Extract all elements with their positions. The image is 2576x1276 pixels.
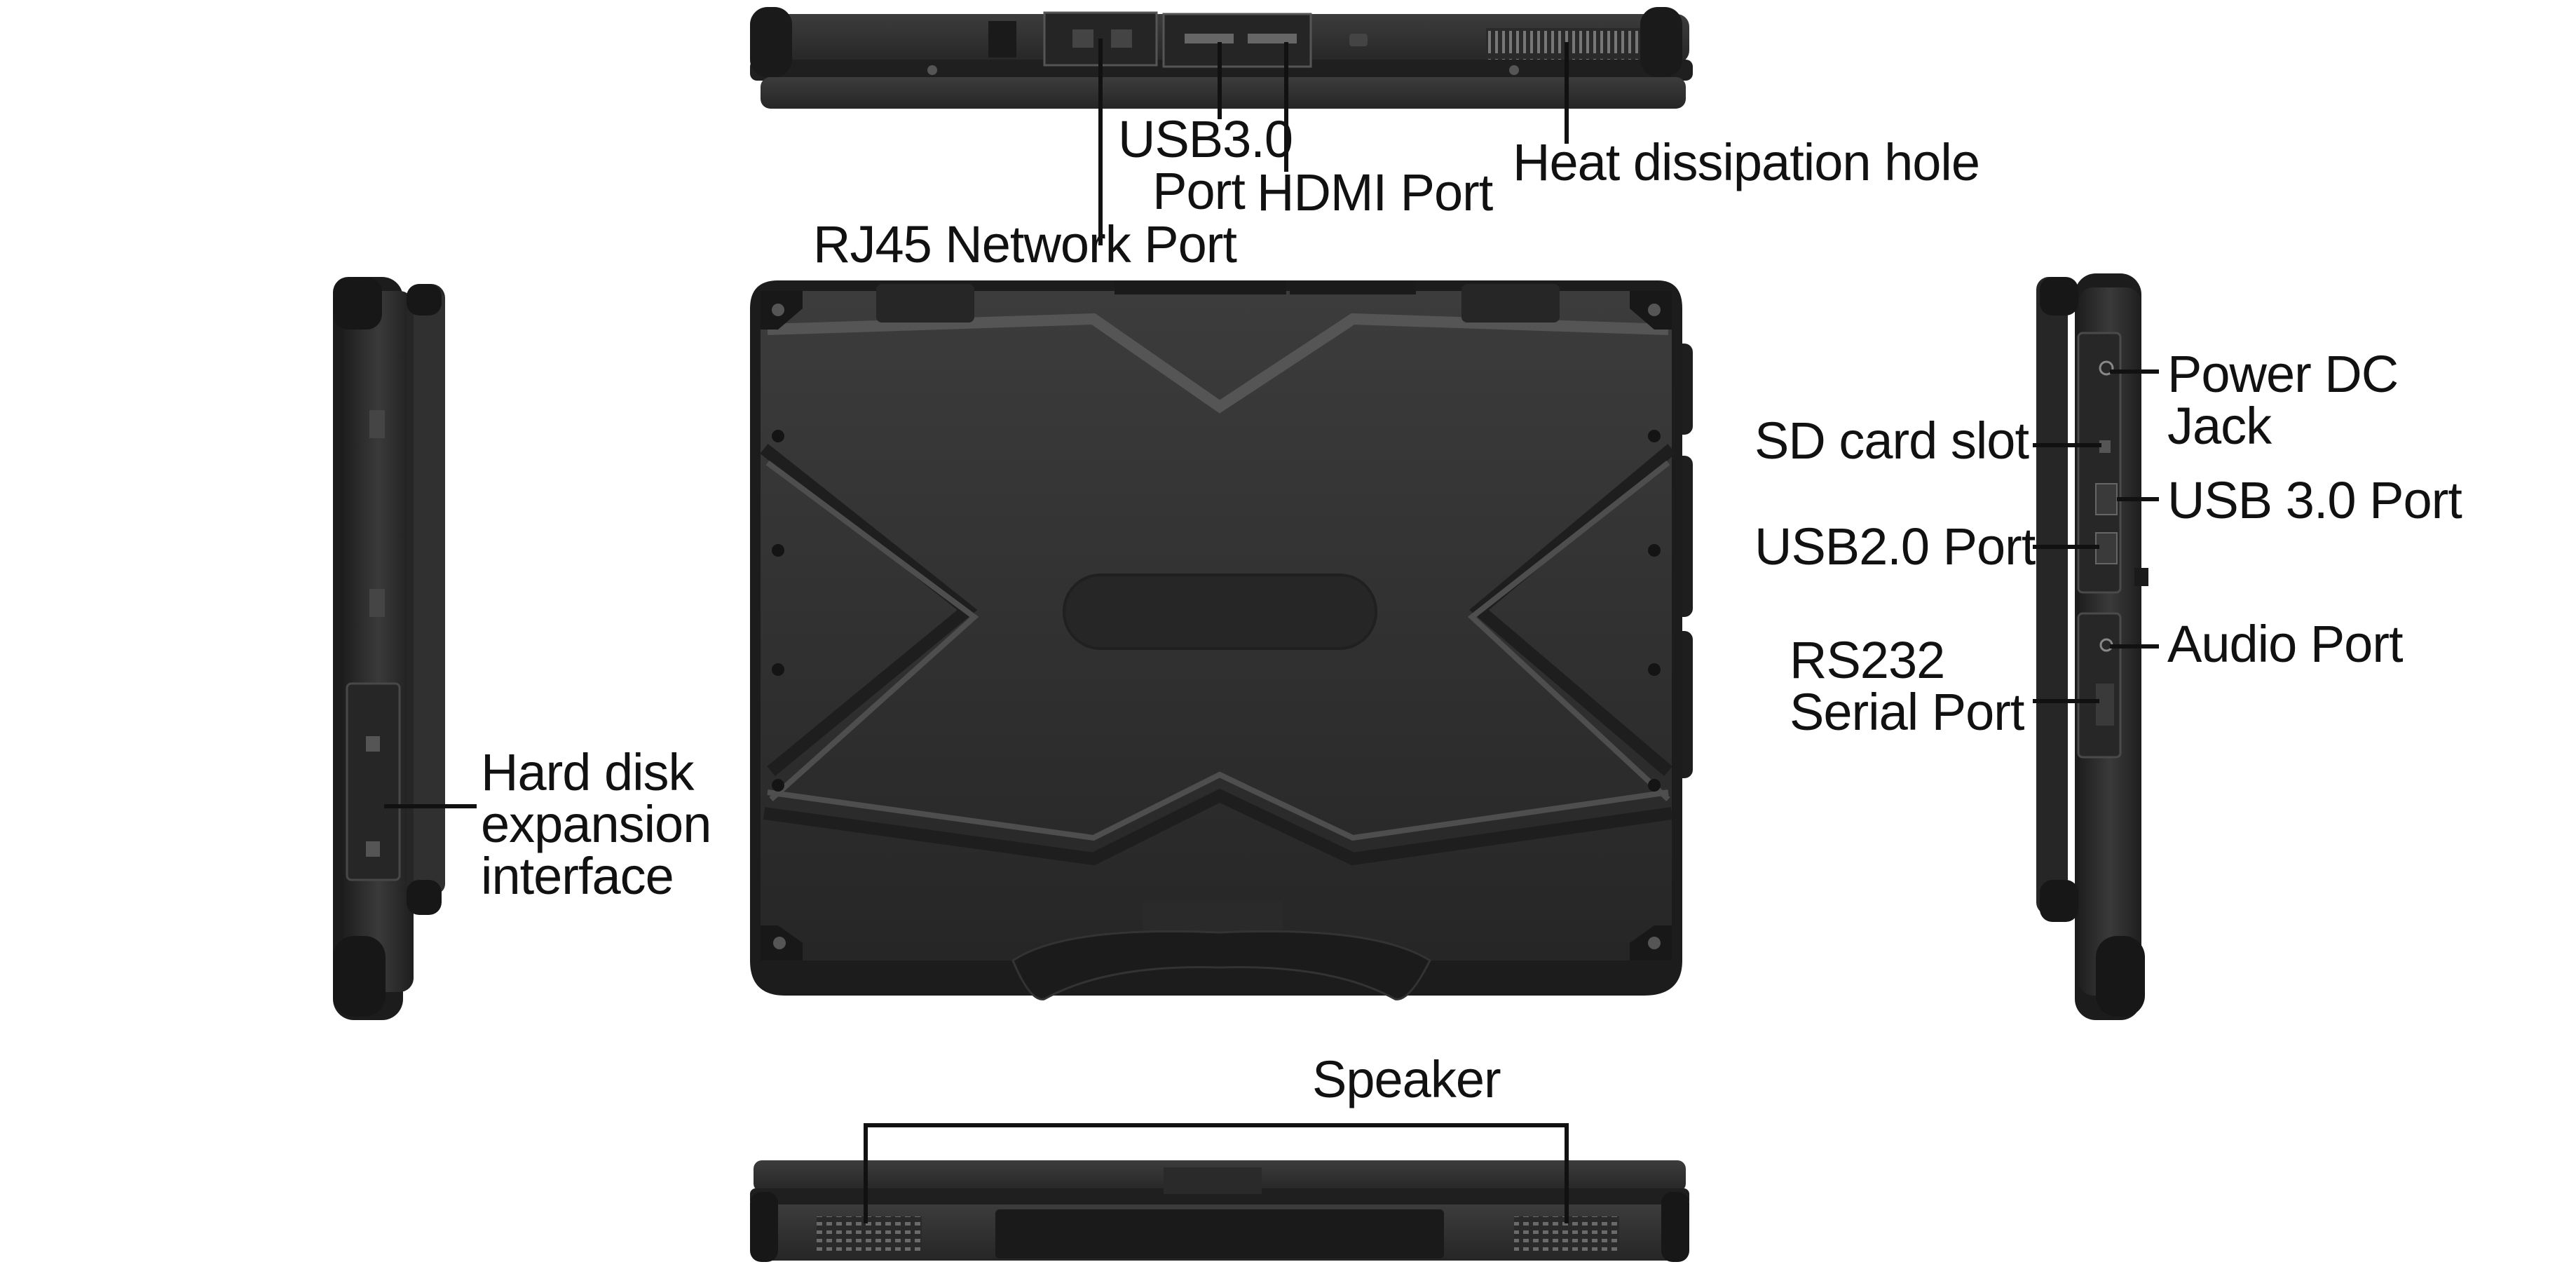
top-edge-right-bumper	[1640, 7, 1682, 77]
top-edge-small-cap	[988, 21, 1016, 57]
top-edge-left-bumper	[750, 7, 792, 77]
front-edge-view	[750, 1160, 1689, 1262]
rs232-port-icon	[2096, 684, 2114, 726]
label-heat: Heat dissipation hole	[1513, 133, 1980, 191]
carry-handle	[1011, 930, 1431, 1000]
label-speaker: Speaker	[1312, 1050, 1501, 1108]
label-power-dc: Power DC Jack	[2167, 345, 2399, 455]
label-rs232-line1: RS232	[1790, 631, 1945, 689]
label-rs232-line2: Serial Port	[1790, 683, 2024, 741]
power-dc-jack-icon	[2099, 360, 2114, 376]
label-power-line2: Jack	[2167, 397, 2272, 455]
lid-rib-top	[767, 313, 1669, 414]
right-ports-panel-upper	[2077, 332, 2122, 594]
label-hdd-line2: expansion	[481, 795, 711, 853]
label-usb20: USB2.0 Port	[1754, 517, 2036, 576]
leader-speaker	[864, 1123, 1569, 1223]
lid-view	[750, 280, 1693, 1000]
lid-hinge-left	[876, 284, 974, 323]
rj45-jack-2-icon	[1111, 29, 1132, 48]
hdmi-port-icon	[1248, 34, 1297, 43]
lid-hinge-right	[1461, 284, 1560, 323]
sd-card-slot-icon	[2099, 440, 2111, 453]
label-audio: Audio Port	[2167, 615, 2404, 673]
left-side-view	[333, 277, 445, 1020]
left-side-body	[343, 291, 414, 992]
lid-rib-bottom	[763, 788, 1673, 866]
top-edge-lower-body	[761, 77, 1686, 109]
usb30-right-icon	[2095, 483, 2118, 515]
label-usb30-top-line2: Port	[1152, 162, 1246, 220]
label-usb30-top-line1: USB3.0	[1118, 110, 1293, 168]
label-hdd: Hard disk expansion interface	[481, 747, 711, 902]
lid-badge	[1063, 573, 1377, 650]
label-usb30-top: USB3.0 Port	[1118, 110, 1293, 220]
label-power-line1: Power DC	[2167, 345, 2399, 403]
top-edge-led-icon	[1349, 34, 1368, 46]
handle-mount	[1143, 901, 1283, 932]
rj45-jack-1-icon	[1072, 29, 1093, 48]
speaker-left-icon	[817, 1216, 922, 1251]
label-sd-card: SD card slot	[1754, 412, 2029, 470]
label-rs232: RS232 Serial Port	[1790, 634, 2024, 738]
label-hdd-line1: Hard disk	[481, 743, 695, 801]
label-hdmi: HDMI Port	[1257, 163, 1493, 222]
label-usb30-right: USB 3.0 Port	[2167, 471, 2462, 529]
right-side-view	[2036, 273, 2148, 1020]
heat-vents-icon	[1486, 28, 1640, 60]
label-rj45: RJ45 Network Port	[813, 215, 1237, 273]
leader-lines	[384, 39, 2159, 1223]
label-hdd-line3: interface	[481, 847, 674, 905]
hdd-bay-icon	[346, 682, 401, 881]
usb30-port-icon	[1185, 34, 1234, 43]
